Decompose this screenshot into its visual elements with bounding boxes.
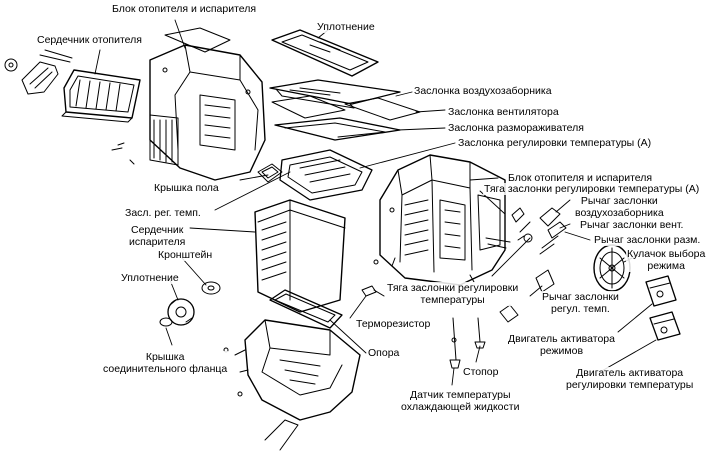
label-blower-lever: Рычаг заслонки вент. xyxy=(579,219,685,231)
label-evap-core: Сердечник испарителя xyxy=(128,224,187,248)
label-temp-door-rod-a: Тяга заслонки регулировки температуры (А… xyxy=(483,183,701,195)
door-stack xyxy=(269,79,421,201)
label-coolant-sensor-line1: Датчик температуры xyxy=(409,389,511,401)
label-heater-evap-mid: Блок отопителя и испарителя xyxy=(507,172,654,184)
assembled-unit xyxy=(373,154,506,286)
leader-lines xyxy=(94,19,657,386)
label-temp-actuator: Двигатель активатора регулировки темпера… xyxy=(565,367,695,391)
label-blower-door: Заслонка вентилятора xyxy=(447,106,560,118)
stopper-part xyxy=(474,317,486,349)
label-stopper: Стопор xyxy=(462,366,500,378)
label-temp-rod: Тяга заслонки регулировки температуры xyxy=(386,282,520,306)
label-coolant-sensor: Датчик температуры охлаждающей жидкости xyxy=(400,389,521,413)
label-temp-rod-line1: Тяга заслонки регулировки xyxy=(387,282,519,294)
support-part xyxy=(269,289,343,329)
mode-actuator-part xyxy=(645,275,677,307)
label-mode-cam-line1: Кулачок выбора xyxy=(627,248,706,260)
far-left-parts xyxy=(4,49,73,95)
label-evap-core-line2: испарителя xyxy=(129,236,186,248)
label-seal-left: Уплотнение xyxy=(120,272,180,284)
label-mode-actuator-line2: режимов xyxy=(539,345,584,357)
label-defrost-door: Заслонка размораживателя xyxy=(447,122,585,134)
label-temp-lever-line2: регул. темп. xyxy=(551,303,610,315)
label-heater-core: Сердечник отопителя xyxy=(36,34,143,46)
lower-housing-part xyxy=(223,319,361,451)
bracket-seal-parts xyxy=(159,281,221,327)
label-evap-core-line1: Сердечник xyxy=(130,224,184,236)
label-floor-cover: Крышка пола xyxy=(153,182,220,194)
seal-top-part xyxy=(271,29,379,77)
label-temp-rod-line2: температуры xyxy=(420,294,485,306)
coolant-sensor-part xyxy=(449,317,461,369)
label-thermistor: Терморезистор xyxy=(355,318,432,330)
label-support: Опора xyxy=(367,347,401,359)
label-intake-lever: Рычаг заслонки воздухозаборника xyxy=(574,195,665,219)
label-intake-door: Заслонка воздухозаборника xyxy=(413,85,553,97)
label-intake-lever-line2: воздухозаборника xyxy=(575,207,664,219)
label-coolant-sensor-line2: охлаждающей жидкости xyxy=(401,401,520,413)
label-temp-door-a: Заслонка регулировки температуры (А) xyxy=(457,137,653,149)
label-heater-evap-top: Блок отопителя и испарителя xyxy=(111,3,258,15)
mode-cam-part xyxy=(593,244,631,292)
main-housing-left xyxy=(111,27,266,181)
label-defrost-lever: Рычаг заслонки разм. xyxy=(593,234,702,246)
label-mode-actuator-line1: Двигатель активатора xyxy=(508,333,615,345)
label-bracket: Кронштейн xyxy=(157,249,214,261)
label-flange-cover: Крышка соединительного фланца xyxy=(102,351,229,375)
label-flange-cover-line1: Крышка xyxy=(145,351,185,363)
temp-actuator-part xyxy=(649,311,681,341)
label-temp-actuator-line1: Двигатель активатора xyxy=(576,367,684,379)
label-temp-door-short: Засл. рег. темп. xyxy=(124,207,202,219)
label-flange-cover-line2: соединительного фланца xyxy=(103,363,228,375)
heater-core-part xyxy=(61,69,141,123)
label-temp-lever: Рычаг заслонки регул. темп. xyxy=(541,291,620,315)
label-mode-actuator: Двигатель активатора режимов xyxy=(507,333,616,357)
label-temp-actuator-line2: регулировки температуры xyxy=(566,379,694,391)
floor-cover-part xyxy=(257,163,283,183)
label-mode-cam-line2: режима xyxy=(647,260,685,272)
label-intake-lever-line1: Рычаг заслонки xyxy=(580,195,658,207)
label-mode-cam: Кулачок выбора режима xyxy=(626,248,707,272)
label-temp-lever-line1: Рычаг заслонки xyxy=(542,291,619,303)
thermistor-part xyxy=(361,285,385,297)
label-seal-top: Уплотнение xyxy=(316,21,376,33)
evaporator-core-part xyxy=(254,199,346,313)
